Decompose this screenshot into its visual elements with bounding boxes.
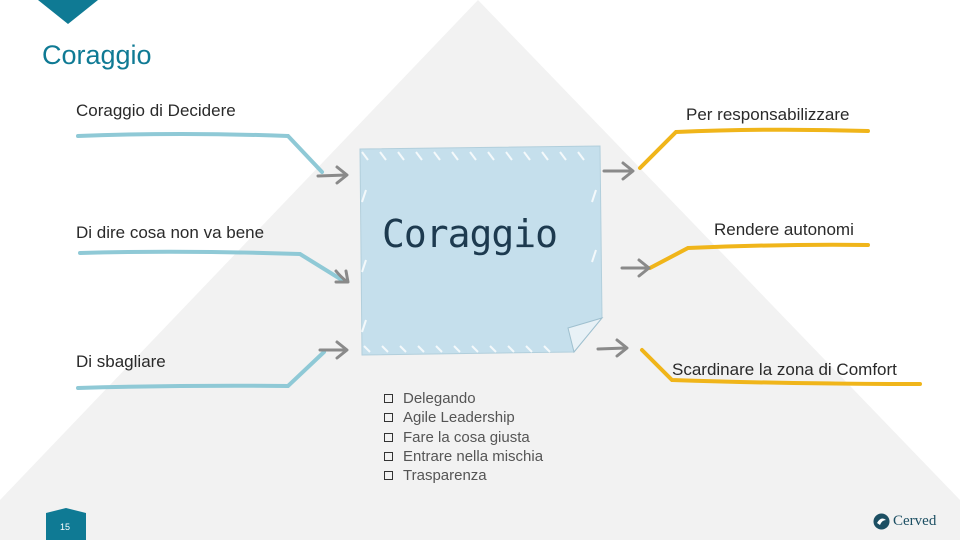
list-item: Fare la cosa giusta	[384, 428, 543, 447]
list-item: Entrare nella mischia	[384, 447, 543, 466]
list-item-text: Entrare nella mischia	[403, 447, 544, 465]
slide-title: Coraggio	[42, 40, 152, 70]
list-item-text: Fare la cosa giusta	[403, 428, 530, 446]
arrow-in-1	[316, 165, 349, 185]
checkbox-bullet-icon	[384, 471, 393, 481]
left-branch-1	[76, 132, 324, 174]
arrow-out-1	[602, 161, 635, 181]
left-item-label: Di dire cosa non va bene	[76, 223, 265, 242]
sticky-note	[359, 145, 604, 356]
arrow-in-3	[318, 340, 349, 360]
page-number: 15	[60, 522, 71, 532]
arrow-out-2	[620, 258, 651, 278]
arrow-out-3	[596, 338, 629, 358]
checkbox-bullet-icon	[384, 394, 393, 404]
right-item-label: Scardinare la zona di Comfort	[672, 360, 897, 379]
cerved-logo-icon	[873, 513, 890, 530]
logo-text: Cerved	[893, 513, 937, 529]
cerved-logo: Cerved	[873, 513, 936, 530]
sticky-note-text: Coraggio	[382, 212, 558, 256]
right-item-label: Per responsabilizzare	[686, 105, 850, 124]
list-item: Delegando	[384, 389, 543, 408]
bullet-list: Delegando Agile Leadership Fare la cosa …	[384, 389, 543, 485]
list-item-text: Delegando	[403, 390, 476, 407]
checkbox-bullet-icon	[384, 432, 393, 442]
checkbox-bullet-icon	[384, 452, 393, 462]
right-branch-1	[638, 127, 870, 170]
corner-tab	[38, 0, 98, 24]
right-branch-3	[640, 348, 922, 386]
list-item-text: Agile Leadership	[403, 409, 515, 427]
list-item: Agile Leadership	[384, 408, 543, 427]
left-item-label: Di sbagliare	[76, 352, 166, 371]
list-item-text: Trasparenza	[403, 467, 487, 485]
checkbox-bullet-icon	[384, 413, 393, 423]
left-item-label: Coraggio di Decidere	[76, 101, 236, 120]
right-item-label: Rendere autonomi	[714, 220, 854, 239]
arrow-in-2	[334, 269, 350, 284]
left-branch-3	[76, 350, 326, 390]
right-branch-2	[648, 242, 870, 270]
list-item: Trasparenza	[384, 466, 543, 485]
left-branch-2	[78, 249, 344, 282]
page-marker	[46, 508, 86, 540]
